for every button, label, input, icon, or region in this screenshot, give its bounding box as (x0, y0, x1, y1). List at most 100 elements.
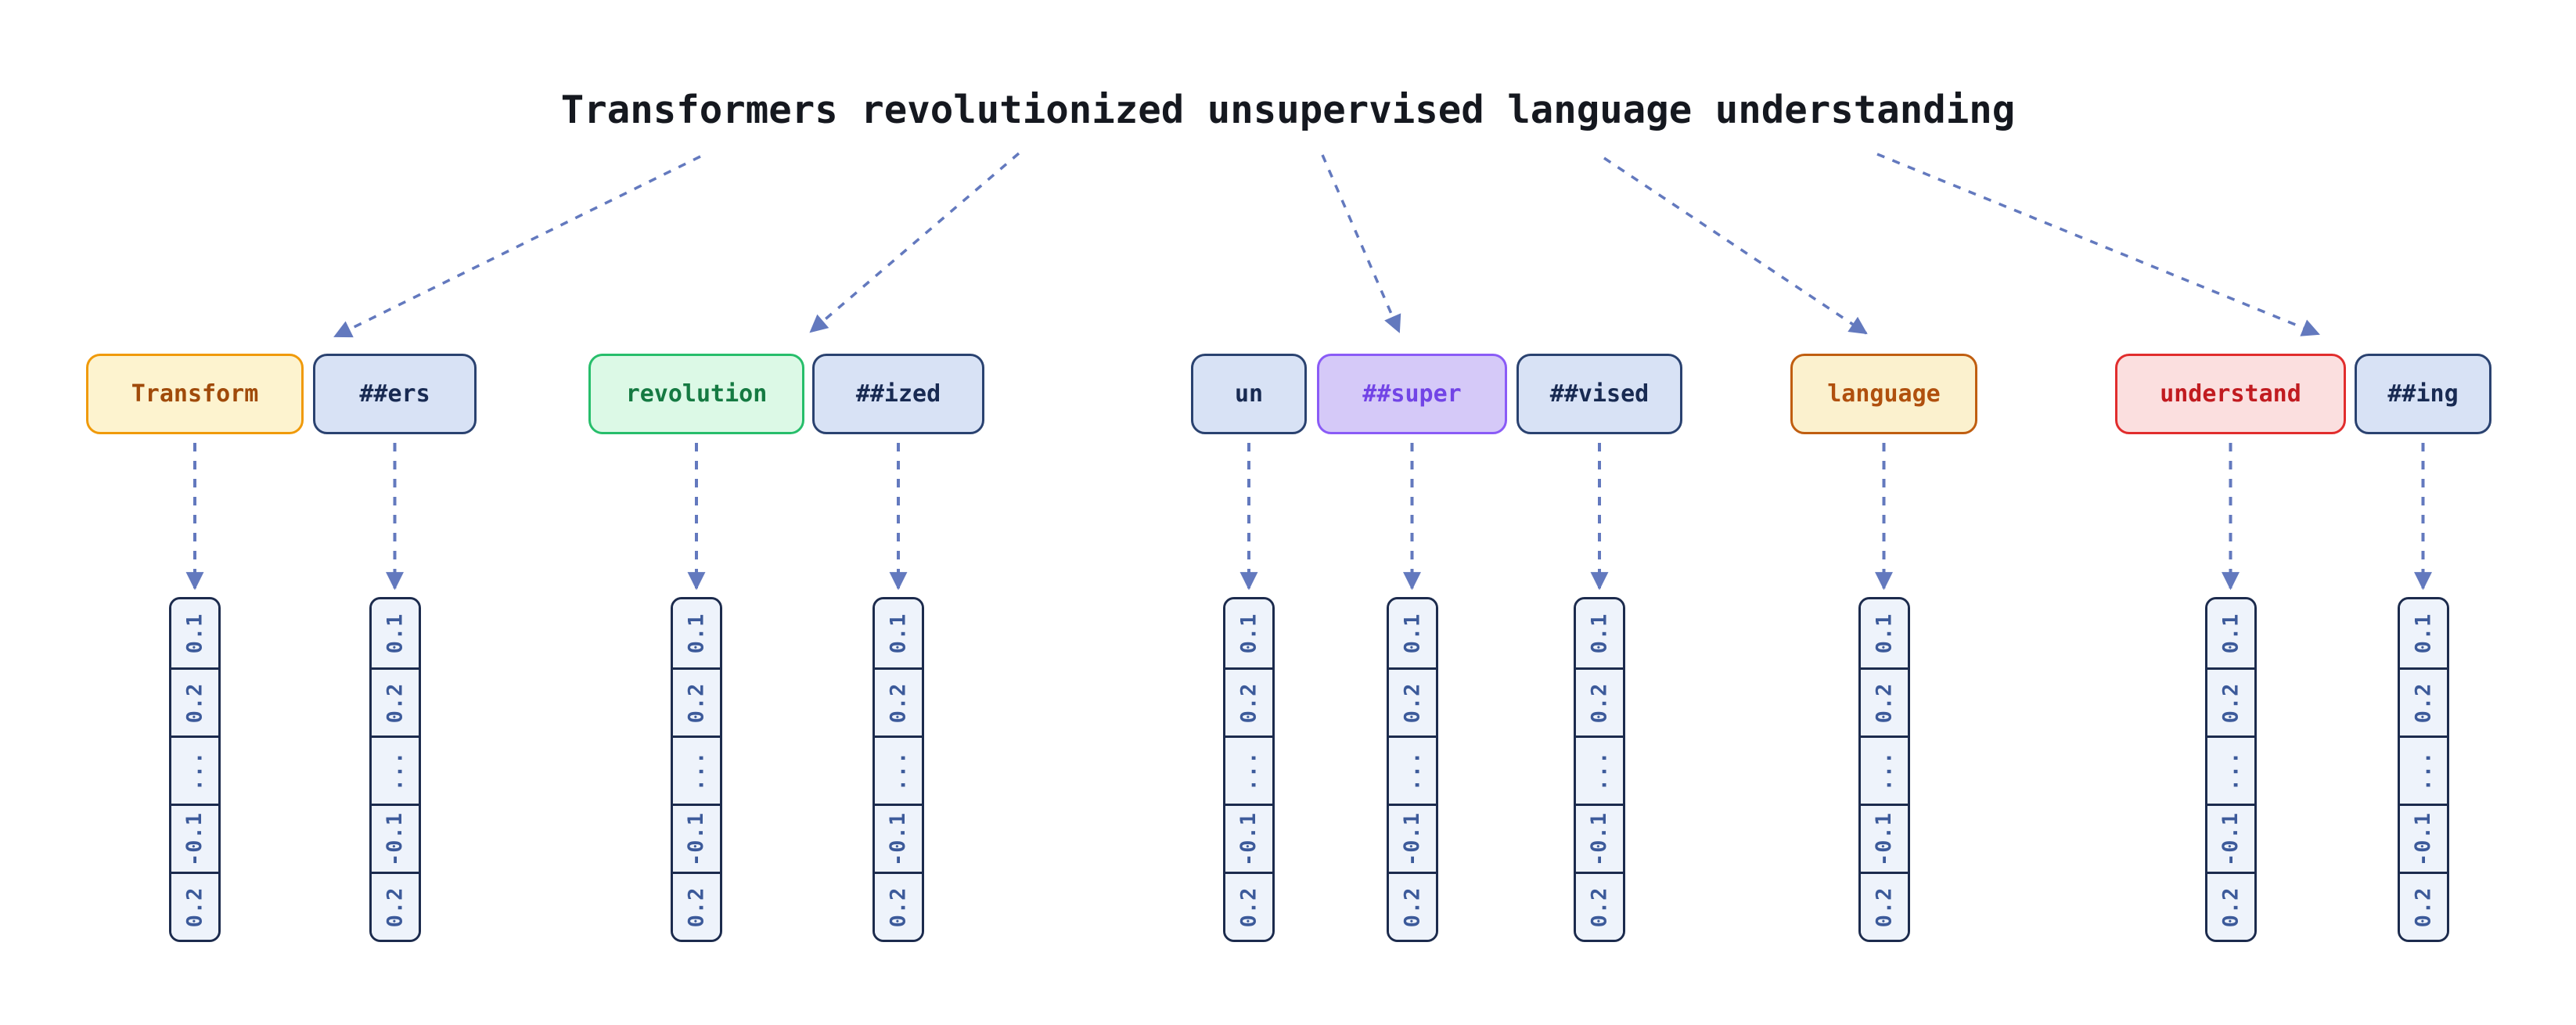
token-box: Transform (86, 354, 304, 434)
word-to-token-arrow (1321, 154, 1401, 333)
token-box: language (1790, 354, 1977, 434)
token-label: language (1827, 380, 1941, 408)
vector-cell: 0.2 (2399, 667, 2447, 735)
token-box: ##ers (313, 354, 477, 434)
vector-value: ... (2411, 750, 2435, 791)
vector-value: 0.1 (886, 613, 911, 654)
vector-cell: 0.1 (875, 599, 922, 667)
token-label: ##ers (359, 380, 430, 408)
vector-cell: -0.1 (1860, 804, 1908, 872)
vector-value: 0.1 (1236, 613, 1261, 654)
word-to-token-arrow (1876, 153, 2320, 336)
vector-value: 0.2 (182, 682, 207, 723)
token-label: Transform (131, 380, 259, 408)
vector-value: -0.1 (1236, 811, 1261, 866)
vector-value: 0.2 (383, 682, 407, 723)
vector-value: 0.2 (1400, 887, 1424, 927)
vector-cell: -0.1 (2207, 804, 2254, 872)
token-box: ##vised (1516, 354, 1682, 434)
vector-cell: 0.1 (2207, 599, 2254, 667)
vector-cell: -0.1 (673, 804, 720, 872)
vector-cell: 0.2 (673, 872, 720, 940)
vector-cell: -0.1 (171, 804, 218, 872)
embedding-vector: 0.1 0.2... -0.1 0.2 (1386, 597, 1438, 942)
vector-value: ... (2218, 750, 2243, 791)
vector-cell: -0.1 (1388, 804, 1436, 872)
token-label: revolution (625, 380, 768, 408)
vector-value: ... (1872, 750, 1896, 791)
vector-value: ... (1587, 750, 1612, 791)
token-label: understand (2160, 380, 2301, 408)
token-box: ##ing (2355, 354, 2491, 434)
vector-cell: 0.1 (371, 599, 419, 667)
vector-value: 0.2 (1236, 887, 1261, 927)
vector-cell: ... (1388, 735, 1436, 804)
token-box: understand (2115, 354, 2346, 434)
vector-cell: 0.2 (371, 872, 419, 940)
token-box: revolution (588, 354, 804, 434)
vector-value: 0.2 (684, 682, 709, 723)
token-label: ##ing (2387, 380, 2459, 408)
vector-cell: 0.1 (1576, 599, 1623, 667)
embedding-vector: 0.1 0.2... -0.1 0.2 (872, 597, 924, 942)
vector-value: 0.1 (1587, 613, 1612, 654)
vector-cell: 0.1 (1860, 599, 1908, 667)
vector-cell: 0.2 (171, 667, 218, 735)
vector-cell: 0.1 (1225, 599, 1272, 667)
vector-value: 0.2 (182, 887, 207, 927)
token-box: un (1191, 354, 1307, 434)
vector-value: 0.2 (886, 682, 911, 723)
vector-value: ... (886, 750, 911, 791)
vector-cell: 0.2 (1860, 872, 1908, 940)
vector-value: -0.1 (2411, 811, 2435, 866)
token-label: un (1234, 380, 1264, 408)
vector-cell: -0.1 (1225, 804, 1272, 872)
vector-value: 0.2 (2411, 682, 2435, 723)
vector-cell: ... (2207, 735, 2254, 804)
token-label: ##ized (855, 380, 941, 408)
vector-value: 0.2 (1236, 682, 1261, 723)
vector-cell: 0.2 (1388, 872, 1436, 940)
vector-cell: 0.2 (2399, 872, 2447, 940)
vector-cell: -0.1 (1576, 804, 1623, 872)
vector-cell: 0.1 (2399, 599, 2447, 667)
vector-value: 0.2 (2218, 682, 2243, 723)
vector-value: ... (684, 750, 709, 791)
vector-value: 0.2 (1872, 682, 1896, 723)
vector-value: -0.1 (2218, 811, 2243, 866)
vector-cell: 0.1 (1388, 599, 1436, 667)
vector-cell: 0.2 (2207, 667, 2254, 735)
vector-cell: 0.2 (875, 872, 922, 940)
vector-value: 0.1 (1872, 613, 1896, 654)
vector-value: 0.2 (1400, 682, 1424, 723)
vector-cell: ... (1576, 735, 1623, 804)
vector-value: 0.1 (2411, 613, 2435, 654)
vector-cell: 0.2 (875, 667, 922, 735)
vector-cell: 0.2 (1576, 667, 1623, 735)
vector-cell: 0.2 (1225, 667, 1272, 735)
vector-value: 0.2 (2411, 887, 2435, 927)
vector-value: 0.2 (1872, 887, 1896, 927)
token-label: ##super (1362, 380, 1462, 408)
vector-value: 0.1 (182, 613, 207, 654)
vector-value: 0.2 (383, 887, 407, 927)
vector-value: -0.1 (1872, 811, 1896, 866)
token-box: ##super (1317, 354, 1507, 434)
embedding-vector: 0.1 0.2... -0.1 0.2 (369, 597, 421, 942)
vector-value: ... (383, 750, 407, 791)
vector-cell: 0.2 (1388, 667, 1436, 735)
vector-value: -0.1 (886, 811, 911, 866)
vector-cell: ... (1225, 735, 1272, 804)
vector-value: -0.1 (1400, 811, 1424, 866)
word-to-token-arrow (1603, 156, 1868, 335)
vector-cell: -0.1 (371, 804, 419, 872)
vector-cell: 0.2 (2207, 872, 2254, 940)
vector-value: 0.2 (2218, 887, 2243, 927)
embedding-vector: 0.1 0.2... -0.1 0.2 (2397, 597, 2449, 942)
vector-cell: 0.2 (371, 667, 419, 735)
token-box: ##ized (812, 354, 984, 434)
